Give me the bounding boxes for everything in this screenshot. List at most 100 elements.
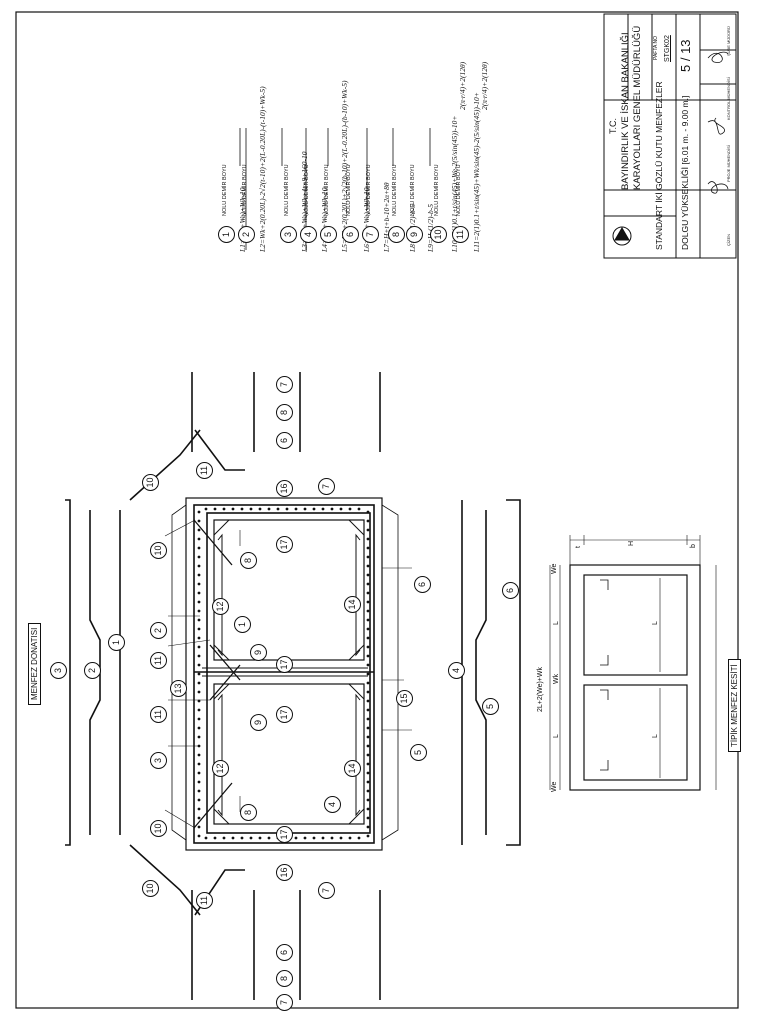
rebar-dot-7 <box>366 537 370 541</box>
bar-bubble-5-right: 5 <box>410 744 427 761</box>
rebar-dot-3 <box>366 519 370 523</box>
rebar-dot-8 <box>197 546 201 550</box>
bar-length-bubble-7: 7 <box>362 226 379 243</box>
rebar-dot-9 <box>366 546 370 550</box>
rebar-dot-11 <box>366 555 370 559</box>
rebar-dot-62 <box>197 789 201 793</box>
rebar-dot-49 <box>366 726 370 730</box>
rebar-dot-104 <box>339 507 343 511</box>
rebar-dot-90 <box>276 507 280 511</box>
rebar-dot-105 <box>339 836 343 840</box>
bar-bubble-6-right: 6 <box>414 576 431 593</box>
rebar-dot-45 <box>366 708 370 712</box>
bar-length-bubble-11: 11 <box>452 226 469 243</box>
bar-bubble-6-bottom: 6 <box>276 944 293 961</box>
rebar-dot-39 <box>366 681 370 685</box>
rebar-dot-71 <box>366 825 370 829</box>
rebar-dot-40 <box>197 690 201 694</box>
rebar-dot-58 <box>197 771 201 775</box>
bar-bubble-9-top: 9 <box>250 644 267 661</box>
rebar-dot-70 <box>197 825 201 829</box>
rebar-dot-43 <box>366 699 370 703</box>
bar-bubble-10-left-bottom: 10 <box>150 820 167 837</box>
bar-length-label-6: NOLU DEMİR BOYU <box>346 164 352 216</box>
bar-bubble-8-top: 8 <box>276 404 293 421</box>
dim-t: t <box>575 546 582 548</box>
bar-bubble-9-bottom: 9 <box>250 714 267 731</box>
rebar-dot-19 <box>366 591 370 595</box>
dim-L-top: L <box>553 621 560 625</box>
bar-length-bubble-8: 8 <box>388 226 405 243</box>
code-text: STGK02 <box>664 35 671 62</box>
rebar-dot-17 <box>366 582 370 586</box>
rebar-dot-27 <box>366 627 370 631</box>
rebar-dot-66 <box>197 807 201 811</box>
rebar-dot-86 <box>258 507 262 511</box>
bar-length-label-8: NOLU DEMİR BOYU <box>392 164 398 216</box>
rebar-dot-37 <box>366 672 370 676</box>
rebar-dot-50 <box>197 735 201 739</box>
kgm-logo-icon <box>612 226 632 246</box>
rebar-dot-1 <box>366 510 370 514</box>
rebar-dot-30 <box>197 645 201 649</box>
bar-length-formula-11: L11=2(1)0.1+t/sin(45)+Wk/sin(45)-2(5/sin… <box>472 92 481 252</box>
bar-length-formula-2: L2=Wk+2(0.20L)-2√2(t-10)+2(L-0.20L)-(t-1… <box>258 86 267 252</box>
bar-bubble-16-top: 16 <box>276 480 293 497</box>
dim-We-top: We <box>551 563 558 574</box>
rebar-dot-59 <box>366 771 370 775</box>
rebar-dot-15 <box>366 573 370 577</box>
bar-bubble-14-top: 14 <box>344 596 361 613</box>
bar-schedule-lines <box>65 372 521 1000</box>
rebar-dot-0 <box>197 510 201 514</box>
bar-bubble-2: 2 <box>84 662 101 679</box>
rebar-dot-69 <box>366 816 370 820</box>
dim-H: H <box>628 540 635 546</box>
bar-bubble-8-bottom: 8 <box>276 970 293 987</box>
typical-section-title: TİPİK MENFEZ KESİTİ <box>728 659 741 752</box>
bar-length-label-11: NOLU DEMİR BOYU <box>456 164 462 216</box>
bar-bubble-13: 13 <box>170 680 187 697</box>
bar-bubble-17-a: 17 <box>276 536 293 553</box>
dim-total: 2L+2(We)+Wk <box>537 667 544 712</box>
rebar-dot-47 <box>366 717 370 721</box>
rebar-dot-85 <box>249 836 253 840</box>
rebar-dot-64 <box>197 798 201 802</box>
dim-L-bottom: L <box>553 734 560 738</box>
rebar-dot-79 <box>222 836 226 840</box>
bar-length-label-10: NOLU DEMİR BOYU <box>434 164 440 216</box>
directorate-text: KARAYOLLARI GENEL MÜDÜRLÜĞÜ <box>632 25 643 190</box>
rebar-dot-26 <box>197 627 201 631</box>
dim-Wk: Wk <box>553 673 560 684</box>
bar-length-bubble-2: 2 <box>238 226 255 243</box>
pafta-no-label: PAFTA NO <box>653 36 659 60</box>
rebar-dot-96 <box>303 507 307 511</box>
bar-length-bubble-4: 4 <box>300 226 317 243</box>
bar-bubble-14-bottom: 14 <box>344 760 361 777</box>
rebar-dot-5 <box>366 528 370 532</box>
rebar-dot-55 <box>366 753 370 757</box>
bar-bubble-4: 4 <box>448 662 465 679</box>
bar-bubble-1-inner: 1 <box>234 616 251 633</box>
rebar-dot-106 <box>348 507 352 511</box>
dim-L-inner-bottom: L <box>652 734 659 738</box>
bar-bubble-12-top: 12 <box>212 598 229 615</box>
rebar-dot-103 <box>330 836 334 840</box>
rebar-dot-28 <box>197 636 201 640</box>
bar-bubble-7-bottom: 7 <box>276 994 293 1011</box>
bar-bubble-7-right-top: 7 <box>318 478 335 495</box>
bar-length-bubble-1: 1 <box>218 226 235 243</box>
bar-bubble-17-d: 17 <box>276 826 293 843</box>
rebar-dot-73 <box>366 834 370 838</box>
bar-bubble-11-top: 11 <box>196 462 213 479</box>
bar-bubble-7-right-bottom: 7 <box>318 882 335 899</box>
rebar-dot-61 <box>366 780 370 784</box>
bar-length-formula-7: L7=H+t+b-10+2α+8θ <box>382 182 391 252</box>
rebar-dot-48 <box>197 726 201 730</box>
bar-length-bubble-6: 6 <box>342 226 359 243</box>
rebar-dot-18 <box>197 591 201 595</box>
rebar-dot-102 <box>330 507 334 511</box>
bar-bubble-6: 6 <box>502 582 519 599</box>
rebar-dot-2 <box>197 519 201 523</box>
rebar-dot-82 <box>240 507 244 511</box>
